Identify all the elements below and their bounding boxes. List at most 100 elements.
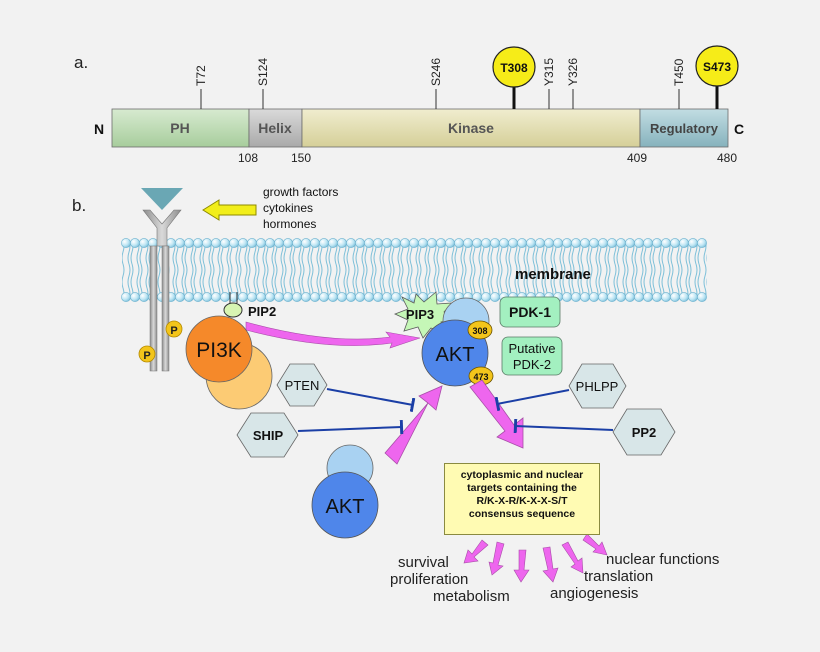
boundary-labels: 108 150 409 480: [238, 151, 737, 165]
lipid-head: [274, 238, 284, 248]
regulatory-label: Regulatory: [650, 121, 719, 136]
lipid-head: [355, 238, 365, 248]
site-s246: S246: [429, 58, 443, 86]
svg-text:308: 308: [472, 326, 487, 336]
lipid-head: [175, 292, 185, 302]
pdk1: PDK-1: [499, 296, 561, 328]
lipid-head: [283, 292, 293, 302]
pip2-label: PIP2: [248, 304, 276, 319]
lipid-head: [607, 238, 617, 248]
membrane-top-heads: [121, 238, 707, 248]
lipid-head: [193, 238, 203, 248]
outcome-proliferation: proliferation: [390, 571, 468, 588]
outcome-arrow-angiogenesis: [542, 546, 559, 583]
lipid-head: [643, 238, 653, 248]
svg-text:P: P: [170, 325, 177, 337]
lipid-head: [445, 238, 455, 248]
lipid-head: [688, 238, 698, 248]
lipid-head: [310, 292, 320, 302]
pp2-label: PP2: [632, 425, 657, 440]
lipid-head: [256, 292, 266, 302]
lipid-head: [328, 292, 338, 302]
akt-active: AKT 308 473: [421, 297, 494, 387]
boundary-409: 409: [627, 151, 647, 165]
outcome-arrow-proliferation: [488, 541, 505, 576]
panel-b-label: b.: [72, 196, 86, 215]
lipid-head: [607, 292, 617, 302]
lipid-head: [616, 292, 626, 302]
lipid-head: [283, 238, 293, 248]
pten-inhibition: [326, 388, 416, 413]
lipid-head: [301, 238, 311, 248]
lipid-head: [571, 292, 581, 302]
lipid-head: [238, 238, 248, 248]
lipid-head: [247, 292, 257, 302]
lipid-head: [184, 292, 194, 302]
outcome-arrow-survival: [463, 539, 489, 564]
regulatory-domain: [639, 108, 729, 148]
lipid-head: [184, 238, 194, 248]
lipid-head: [697, 292, 707, 302]
lipid-head: [589, 292, 599, 302]
key-site-t308: T308: [492, 46, 536, 109]
lipid-head: [211, 238, 221, 248]
lipid-head: [661, 292, 671, 302]
lipid-head: [139, 238, 149, 248]
boundary-108: 108: [238, 151, 258, 165]
lipid-head: [688, 292, 698, 302]
kinase-domain: [301, 108, 641, 148]
stimulus-arrow: [202, 199, 257, 221]
lipid-head: [211, 292, 221, 302]
t308-label: T308: [500, 61, 528, 75]
pi3k-catalytic-subunit: [185, 315, 253, 383]
lipid-head: [121, 238, 131, 248]
pdk2-label-line2: PDK-2: [513, 357, 551, 372]
c-terminus: C: [734, 121, 744, 137]
lipid-head: [616, 238, 626, 248]
pten: PTEN: [276, 363, 328, 407]
lipid-head: [436, 238, 446, 248]
lipid-head: [670, 292, 680, 302]
lipid-head: [364, 292, 374, 302]
lipid-head: [193, 292, 203, 302]
outcome-labels: survival proliferation metabolism angiog…: [390, 551, 719, 605]
lipid-head: [418, 238, 428, 248]
boundary-150: 150: [291, 151, 311, 165]
lipid-head: [535, 238, 545, 248]
lipid-head: [490, 238, 500, 248]
lipid-head: [544, 238, 554, 248]
lipid-head: [670, 238, 680, 248]
lipid-head: [391, 238, 401, 248]
site-t450: T450: [672, 58, 686, 86]
akt-active-label: AKT: [436, 344, 475, 366]
outcome-angiogenesis: angiogenesis: [550, 585, 638, 602]
lipid-head: [643, 292, 653, 302]
lipid-head: [382, 292, 392, 302]
stimulus-growth-factors: growth factors: [263, 185, 338, 199]
lipid-head: [499, 238, 509, 248]
lipid-head: [202, 238, 212, 248]
phlpp-label: PHLPP: [576, 379, 619, 394]
pdk2: Putative PDK-2: [501, 336, 563, 376]
akt-inactive: AKT: [311, 444, 379, 539]
pdk2-label-line1: Putative: [509, 341, 556, 356]
site-s124: S124: [256, 58, 270, 86]
lipid-head: [553, 238, 563, 248]
ph-label: PH: [170, 120, 189, 136]
lipid-head: [580, 238, 590, 248]
lipid-head: [373, 292, 383, 302]
lipid-head: [382, 238, 392, 248]
panel-a-label: a.: [74, 53, 88, 72]
phlpp: PHLPP: [568, 363, 627, 409]
lipid-head: [346, 238, 356, 248]
lipid-head: [634, 292, 644, 302]
pp2-inhibition: [513, 418, 614, 434]
lipid-head: [634, 238, 644, 248]
lipid-head: [256, 238, 266, 248]
lipid-head: [364, 238, 374, 248]
pdk1-label: PDK-1: [509, 304, 551, 320]
lipid-head: [679, 238, 689, 248]
lipid-head: [310, 238, 320, 248]
site-markers: [200, 89, 680, 109]
